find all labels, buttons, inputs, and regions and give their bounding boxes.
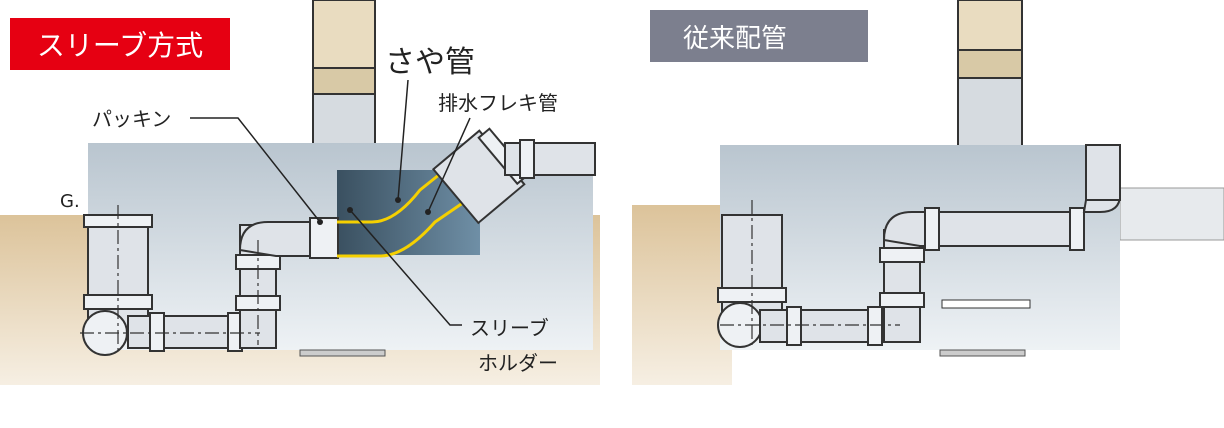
slot-opening xyxy=(941,299,1031,309)
sheath-pipe-label: さや管 xyxy=(385,45,475,80)
method-title: スリーブ方式 xyxy=(37,29,203,62)
sleeve-holder-label-2: ホルダー xyxy=(478,351,558,375)
ground-level-label: G. xyxy=(60,191,80,212)
flex-pipe-label: 排水フレキ管 xyxy=(438,91,558,115)
sleeve-holder xyxy=(299,349,386,357)
method-title: 従来配管 xyxy=(683,24,787,54)
packing-label: パッキン xyxy=(92,107,171,131)
sleeve-holder-label-1: スリーブ xyxy=(470,316,549,340)
method-title-badge xyxy=(10,18,230,70)
left-panel-sleeve-method: スリーブ方式 さや管 パッキン 排水フレキ管 G. スリーブ ホルダー xyxy=(0,0,600,385)
foundation-column-lower xyxy=(957,77,1023,149)
packing xyxy=(309,217,339,259)
right-panel-conventional: 従来配管 xyxy=(632,0,1224,385)
foundation-column-upper xyxy=(312,0,376,69)
foundation-column-upper xyxy=(957,0,1023,51)
method-title-badge xyxy=(650,10,868,62)
ground xyxy=(632,205,732,385)
